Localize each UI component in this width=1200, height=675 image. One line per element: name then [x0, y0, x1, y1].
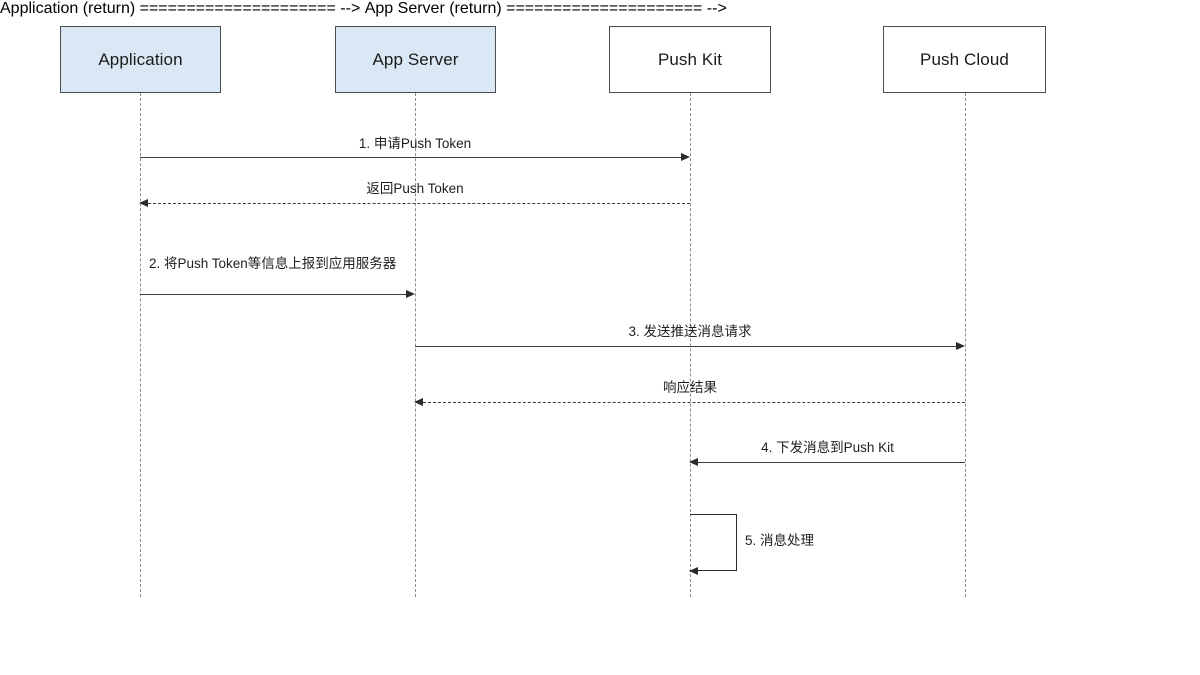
arrowhead-left-7	[689, 566, 698, 575]
message-label-5: 响应结果	[663, 380, 717, 395]
arrowhead-right-1	[681, 152, 690, 161]
message-label-2: 返回Push Token	[366, 181, 464, 196]
participant-box-push-kit[interactable]: Push Kit	[609, 26, 771, 93]
lifeline-push-cloud	[965, 93, 966, 597]
self-message-loop-push-kit	[690, 514, 737, 571]
lifeline-application	[140, 93, 141, 597]
message-label-4: 3. 发送推送消息请求	[628, 324, 752, 339]
participant-box-application[interactable]: Application	[60, 26, 221, 93]
participant-label-push-kit: Push Kit	[657, 49, 723, 69]
message-arrow-5	[423, 402, 965, 403]
participant-box-app-server[interactable]: App Server	[335, 26, 496, 93]
participant-label-push-cloud: Push Cloud	[920, 49, 1009, 69]
lifeline-app-server	[415, 93, 416, 597]
message-arrow-1	[140, 157, 683, 158]
message-label-3: 2. 将Push Token等信息上报到应用服务器	[149, 256, 397, 271]
participant-box-push-cloud[interactable]: Push Cloud	[883, 26, 1046, 93]
message-label-1: 1. 申请Push Token	[358, 136, 472, 151]
arrowhead-left-5	[414, 397, 423, 406]
message-arrow-3	[140, 294, 408, 295]
message-arrow-4	[415, 346, 958, 347]
lifeline-push-kit	[690, 93, 691, 597]
message-label-6: 4. 下发消息到Push Kit	[761, 440, 894, 455]
arrowhead-left-2	[139, 198, 148, 207]
message-arrow-6	[698, 462, 965, 463]
arrowhead-left-6	[689, 457, 698, 466]
arrowhead-right-3	[406, 289, 415, 298]
message-label-7: 5. 消息处理	[745, 533, 815, 548]
arrowhead-right-4	[956, 341, 965, 350]
message-arrow-2	[148, 203, 690, 204]
participant-label-app-server: App Server	[372, 49, 459, 69]
participant-label-application: Application	[98, 49, 183, 69]
